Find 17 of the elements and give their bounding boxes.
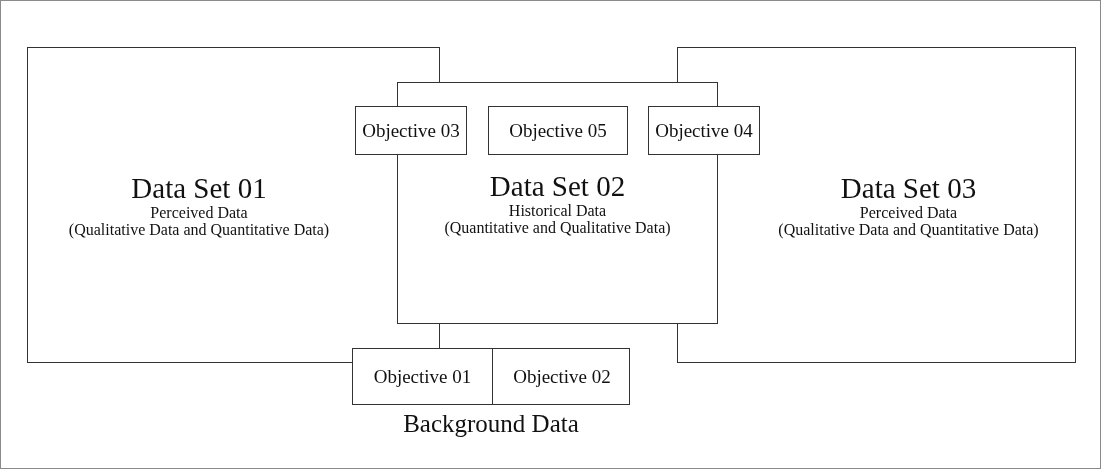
objective-box: Objective 03	[355, 106, 467, 155]
set-subtitle: Perceived Data	[150, 204, 248, 221]
objective-box: Objective 05	[488, 106, 628, 155]
data-set-box	[760, 47, 1076, 363]
objective-cell: Objective 01	[353, 349, 492, 404]
set-subtitle: Historical Data	[508, 202, 607, 219]
set-title: Data Set 01	[131, 172, 267, 204]
objective-cell: Objective 02	[492, 349, 631, 404]
set-title: Data Set 03	[840, 172, 977, 204]
set-title: Data Set 02	[489, 170, 626, 202]
group-label: Background Data	[403, 409, 579, 439]
objective-box: Objective 04	[648, 106, 760, 155]
set-description: (Qualitative Data and Quantitative Data)	[778, 221, 1039, 238]
set-description: (Quantitative and Qualitative Data)	[444, 219, 671, 236]
set-subtitle: Perceived Data	[859, 204, 958, 221]
data-set-box	[27, 47, 352, 363]
set-description: (Qualitative Data and Quantitative Data)	[68, 221, 330, 238]
